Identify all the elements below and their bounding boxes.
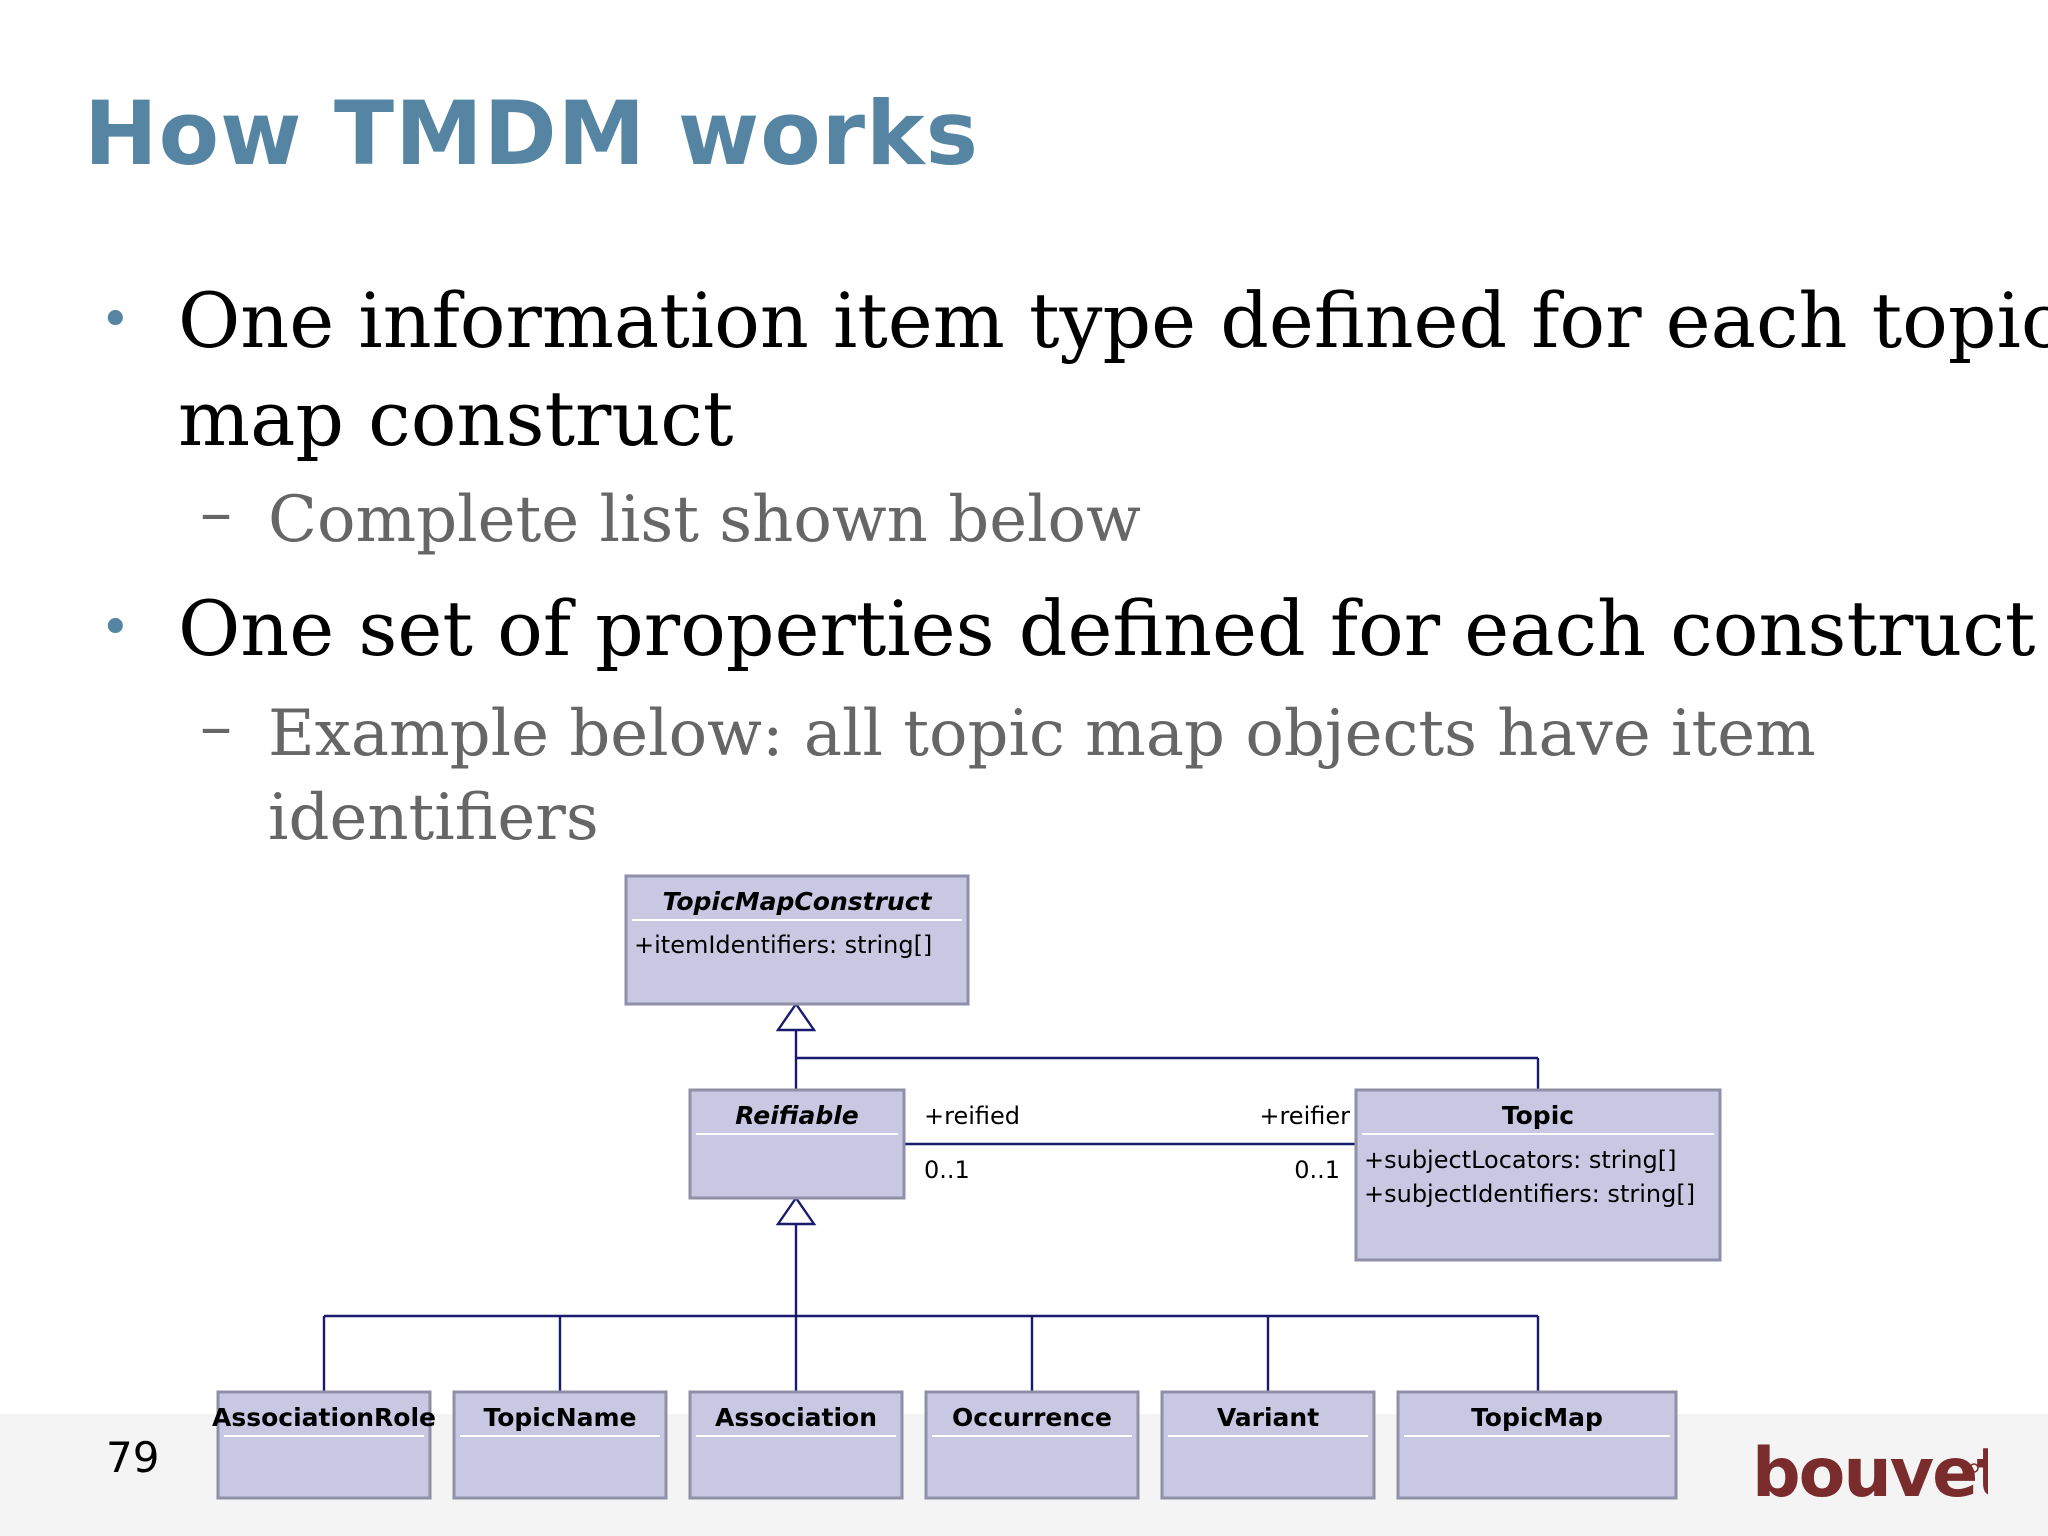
role-reified: +reified — [924, 1102, 1020, 1130]
class-name-association: Association — [715, 1403, 877, 1432]
class-association: Association — [688, 1390, 904, 1500]
class-name-variant: Variant — [1217, 1403, 1319, 1432]
logo-registered-mark — [1969, 1463, 1979, 1473]
class-topicmapconstruct: TopicMapConstruct +itemIdentifiers: stri… — [624, 874, 970, 1006]
class-name-associationrole: AssociationRole — [212, 1403, 436, 1432]
sub-bullet-1-text: Complete list shown below — [268, 483, 1141, 557]
bullet-2-line-1: One set of properties defined for each c… — [178, 584, 2036, 673]
inheritance-arrow-top — [775, 1001, 817, 1032]
sub-bullet-2-dash: – — [200, 690, 232, 764]
attr-itemidentifiers: +itemIdentifiers: string[] — [634, 931, 932, 959]
logo-wordmark: bouvet — [1752, 1434, 1988, 1510]
role-reifier: +reifier — [1259, 1102, 1350, 1130]
class-name-topic: Topic — [1502, 1101, 1574, 1130]
slide-title: How TMDM works — [84, 82, 979, 185]
attr-subjectidentifiers: +subjectIdentifiers: string[] — [1364, 1180, 1695, 1208]
class-name-topicmap: TopicMap — [1471, 1403, 1603, 1432]
class-variant: Variant — [1160, 1390, 1376, 1500]
sub-bullet-1-dash: – — [200, 476, 232, 550]
sub-bullet-2-line-2: identifiers — [268, 781, 599, 855]
class-associationrole: AssociationRole — [212, 1390, 436, 1500]
attr-subjectlocators: +subjectLocators: string[] — [1364, 1146, 1676, 1174]
sub-bullet-2-line-1: Example below: all topic map objects hav… — [268, 697, 1816, 771]
class-topic: Topic +subjectLocators: string[] +subjec… — [1354, 1088, 1722, 1262]
class-topicmap: TopicMap — [1396, 1390, 1678, 1500]
bullet-1-line-2: map construct — [178, 374, 734, 463]
class-name-topicmapconstruct: TopicMapConstruct — [663, 887, 933, 916]
class-occurrence: Occurrence — [924, 1390, 1140, 1500]
class-name-occurrence: Occurrence — [952, 1403, 1112, 1432]
mult-reifier: 0..1 — [1294, 1156, 1340, 1184]
bullet-dot-2: • — [100, 598, 131, 658]
class-topicname: TopicName — [452, 1390, 668, 1500]
mult-reified: 0..1 — [924, 1156, 970, 1184]
class-name-topicname: TopicName — [484, 1403, 637, 1432]
class-name-reifiable: Reifiable — [735, 1101, 859, 1130]
page-number: 79 — [106, 1433, 160, 1482]
bouvet-logo: bouvet — [1752, 1434, 1988, 1510]
class-reifiable: Reifiable — [688, 1088, 906, 1200]
bullet-dot-1: • — [100, 290, 131, 350]
inheritance-arrow-reifiable — [775, 1195, 817, 1226]
bullet-1-line-1: One information item type defined for ea… — [178, 276, 2048, 365]
